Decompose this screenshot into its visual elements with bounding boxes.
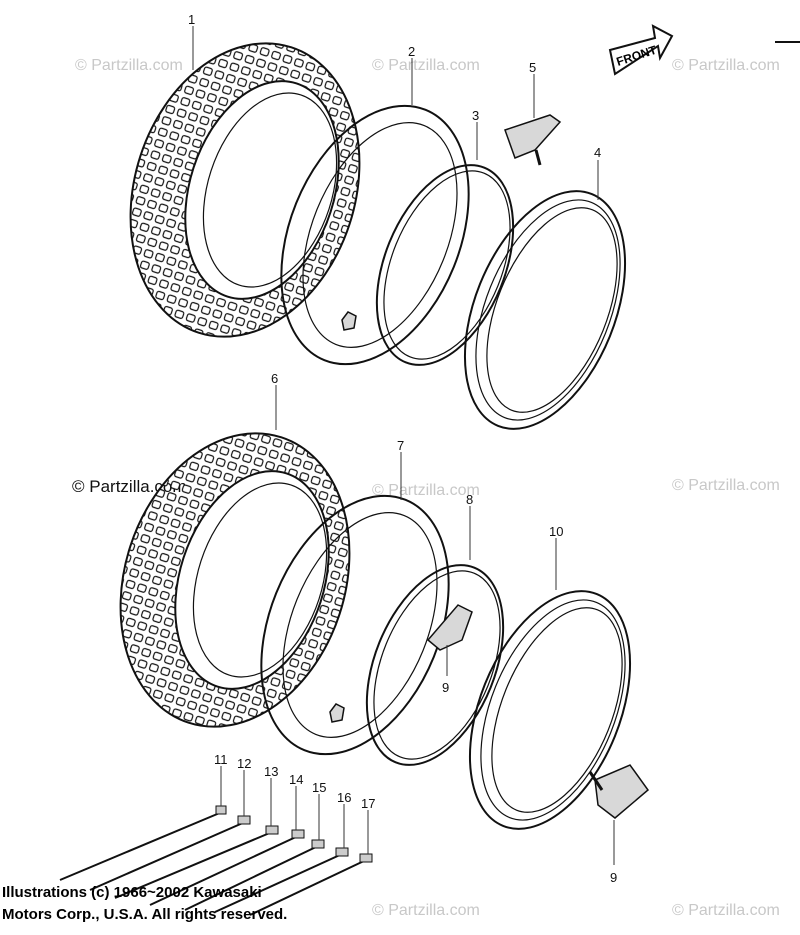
watermark-group: © Partzilla.com © Partzilla.com © Partzi… xyxy=(72,57,780,919)
callout-label[interactable]: 3 xyxy=(472,108,479,123)
front-tire[interactable] xyxy=(94,13,396,366)
copyright-notice: Illustrations (c) 1966~2002 Kawasaki Mot… xyxy=(2,882,287,926)
watermark: © Partzilla.com xyxy=(372,482,480,499)
spoke[interactable] xyxy=(149,829,305,906)
callout-label[interactable]: 4 xyxy=(594,145,601,160)
spoke[interactable] xyxy=(184,839,325,911)
watermark: © Partzilla.com xyxy=(372,902,480,919)
callout-label[interactable]: 12 xyxy=(237,756,251,771)
callout-label[interactable]: 17 xyxy=(361,796,375,811)
callout-label[interactable]: 8 xyxy=(466,492,473,507)
callout-label[interactable]: 10 xyxy=(549,524,563,539)
callout-labels: 1 2 3 4 5 6 7 8 9 10 9 11 12 13 14 15 16… xyxy=(188,12,617,885)
callout-label[interactable]: 7 xyxy=(397,438,404,453)
leader-lines xyxy=(192,26,615,865)
rim-lock-detail[interactable] xyxy=(588,764,650,819)
callout-label[interactable]: 14 xyxy=(289,772,303,787)
watermark: © Partzilla.com xyxy=(372,57,480,74)
callout-label[interactable]: 15 xyxy=(312,780,326,795)
callout-label[interactable]: 9 xyxy=(610,870,617,885)
front-rim-lock[interactable] xyxy=(504,114,562,166)
callout-label[interactable]: 13 xyxy=(264,764,278,779)
rear-rim[interactable] xyxy=(438,568,661,852)
callout-label[interactable]: 2 xyxy=(408,44,415,59)
rear-rim-lock[interactable] xyxy=(426,604,473,651)
rear-tire[interactable] xyxy=(84,403,386,756)
watermark: © Partzilla.com xyxy=(672,902,780,919)
front-inner-tube[interactable] xyxy=(246,78,505,392)
spoke[interactable] xyxy=(114,825,279,899)
callout-label[interactable]: 11 xyxy=(214,752,228,767)
front-rim-band[interactable] xyxy=(350,145,540,385)
copyright-line: Illustrations (c) 1966~2002 Kawasaki xyxy=(2,884,262,901)
rear-rim-band[interactable] xyxy=(340,545,530,785)
watermark: © Partzilla.com xyxy=(672,477,780,494)
callout-label[interactable]: 5 xyxy=(529,60,536,75)
spoke[interactable] xyxy=(249,853,373,916)
copyright-line: Motors Corp., U.S.A. All rights reserved… xyxy=(2,906,288,923)
front-rim[interactable] xyxy=(433,168,656,452)
callout-label[interactable]: 1 xyxy=(188,12,195,27)
rear-inner-tube[interactable] xyxy=(226,468,485,782)
spoke[interactable] xyxy=(59,805,227,881)
watermark: © Partzilla.com xyxy=(672,57,780,74)
spokes-group xyxy=(59,805,373,916)
spoke[interactable] xyxy=(89,815,251,891)
callout-label[interactable]: 6 xyxy=(271,371,278,386)
spoke[interactable] xyxy=(214,847,349,913)
watermark: © Partzilla.com xyxy=(75,57,183,74)
callout-label[interactable]: 16 xyxy=(337,790,351,805)
callout-label[interactable]: 9 xyxy=(442,680,449,695)
